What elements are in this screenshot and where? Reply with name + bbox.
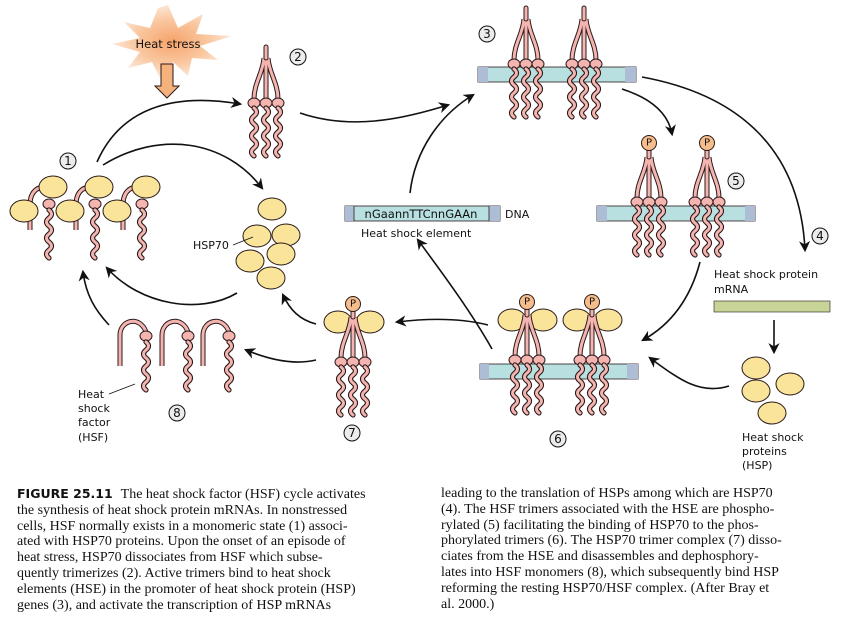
hsf-label-line3: factor	[78, 416, 111, 429]
cycle-arrows	[78, 76, 811, 390]
caption-line: FIGURE 25.11 The heat shock factor (HSF) …	[17, 486, 427, 503]
phosphate-label: P	[589, 297, 595, 308]
step-4-mrna-translation: 4 Heat shock protein mRNA Heat shock pro…	[713, 227, 831, 472]
hsp70-label: HSP70	[193, 239, 229, 252]
step-7-hsp70-trimer-complex: P 7	[323, 296, 385, 442]
phosphate-label: P	[524, 297, 530, 308]
arrow-1-to-hsp70	[102, 143, 264, 190]
step-6-hsp70-bound-trimers: P P 6	[479, 294, 639, 448]
arrow-5-to-6	[641, 261, 701, 342]
caption-line: (4). The HSF trimers associated with the…	[441, 501, 775, 517]
arrow-3-to-5	[621, 88, 676, 137]
arrow-hse-to-3	[409, 93, 475, 194]
hse-label: Heat shock element	[361, 227, 472, 240]
mrna-strand	[713, 300, 831, 313]
caption-line: elements (HSE) in the promoter of heat s…	[17, 581, 356, 597]
step-5-phosphorylated-trimers: P P 5	[596, 135, 756, 256]
hsf-label-line2: shock	[78, 402, 110, 415]
free-hsp70-cluster: HSP70	[193, 197, 301, 290]
step-number-6: 6	[554, 432, 562, 446]
hsf-label-line4: (HSF)	[78, 431, 108, 444]
caption-text: The heat shock factor (HSF) cycle activa…	[120, 487, 366, 502]
step-3-trimers-on-hse: 3	[477, 8, 637, 117]
arrow-hsp70-to-1	[105, 266, 238, 306]
step-2-hsf-trimer: 2	[248, 47, 307, 156]
hsp-label-line2: proteins	[742, 445, 787, 458]
dna-label: DNA	[505, 208, 530, 221]
caption-line: cells, HSF normally exists in a monomeri…	[17, 518, 348, 534]
arrow-6-to-hse	[416, 238, 493, 350]
figure-label: FIGURE 25.11	[17, 486, 113, 501]
caption-line: ated with HSP70 proteins. Upon the onset…	[17, 534, 346, 550]
caption-line: ciates from the HSE and disassembles and…	[441, 549, 759, 565]
arrow-3-to-4	[641, 76, 811, 253]
caption-line: quently trimerizes (2). Active trimers b…	[17, 565, 331, 581]
caption-line: phorylated trimers (6). The HSP70 trimer…	[441, 533, 782, 549]
arrow-7-to-8	[243, 348, 317, 363]
caption-line: the synthesis of heat shock protein mRNA…	[17, 502, 348, 518]
hsp-label-line3: (HSP)	[742, 459, 772, 472]
heat-stress-down-arrow	[153, 63, 181, 99]
arrow-7-to-hsp70	[281, 292, 317, 325]
hsp-label-line1: Heat shock	[742, 431, 804, 444]
arrow-1-to-2	[96, 96, 243, 163]
step-number-8: 8	[173, 406, 181, 420]
caption-line: rylated (5) facilitating the binding of …	[441, 517, 759, 533]
caption-line: al. 2000.)	[441, 596, 495, 612]
mrna-label-line1: Heat shock protein	[714, 268, 818, 281]
figure-caption-right: leading to the translation of HSPs among…	[441, 486, 851, 612]
step-number-3: 3	[483, 27, 491, 41]
heat-stress-label: Heat stress	[136, 37, 201, 51]
phosphate-label: P	[350, 299, 356, 310]
figure-caption-left: FIGURE 25.11 The heat shock factor (HSF) …	[17, 486, 427, 613]
arrow-hsp-to-6	[648, 356, 730, 390]
hsf-cycle-diagram: Heat stress	[9, 5, 831, 472]
caption-line: leading to the translation of HSPs among…	[441, 486, 773, 501]
heat-stress-starburst: Heat stress	[112, 5, 232, 78]
caption-line: reforming the resting HSP70/HSF complex.…	[441, 580, 770, 596]
step-number-7: 7	[348, 426, 356, 440]
hsf-label-line1: Heat	[78, 388, 105, 401]
step-8-hsf-monomers: Heat shock factor (HSF) 8	[78, 319, 236, 444]
dna-sequence: nGaannTTCnnGAAn	[365, 207, 478, 221]
heat-shock-element-dna: nGaannTTCnnGAAn DNA Heat shock element	[344, 205, 530, 240]
step-number-5: 5	[732, 174, 740, 188]
arrow-2-to-3	[299, 102, 451, 123]
phosphate-label: P	[646, 138, 652, 149]
mrna-label-line2: mRNA	[714, 283, 749, 296]
step-number-4: 4	[816, 229, 824, 243]
arrow-6-to-7	[394, 315, 489, 327]
caption-line: heat stress, HSP70 dissociates from HSF …	[17, 550, 323, 566]
phosphate-label: P	[704, 138, 710, 149]
step-1-hsf-hsp70-complex: 1	[9, 152, 161, 258]
step-number-2: 2	[294, 50, 302, 64]
step-number-1: 1	[64, 154, 72, 168]
caption-line: genes (3), and activate the transcriptio…	[17, 597, 332, 613]
arrow-8-to-1	[78, 269, 110, 326]
caption-line: lates into HSF monomers (8), which subse…	[441, 564, 779, 580]
